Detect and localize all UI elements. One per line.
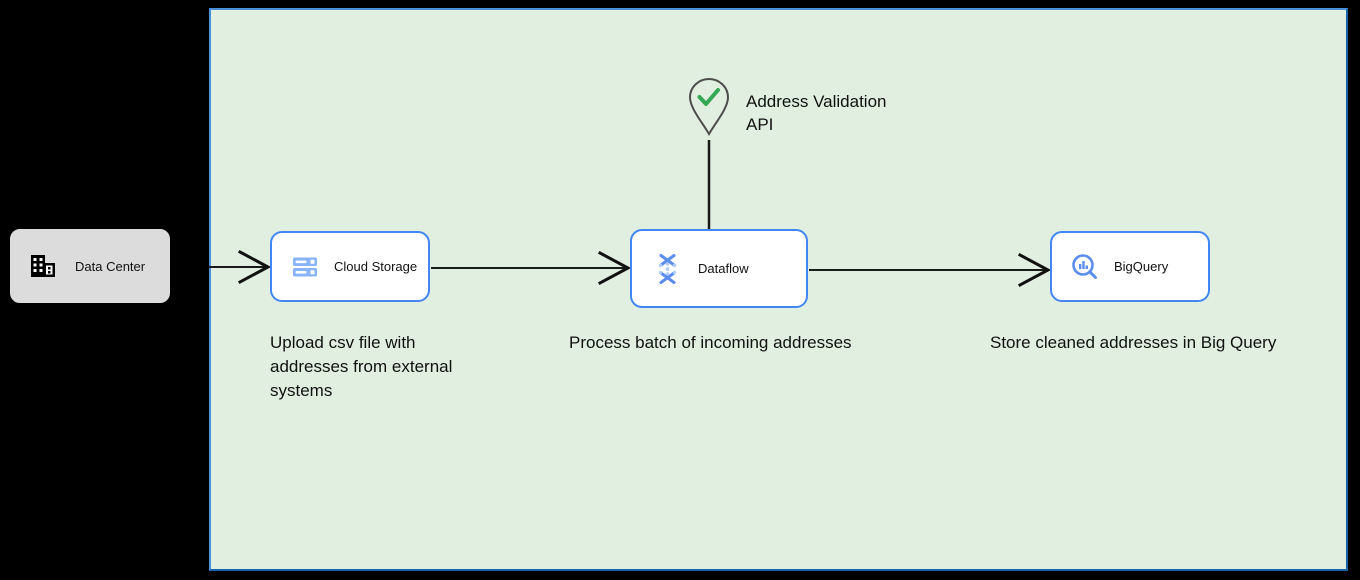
node-data-center[interactable]: Data Center xyxy=(10,229,170,303)
caption-upload: Upload csv file with addresses from exte… xyxy=(270,331,470,403)
map-pin-check-icon xyxy=(686,76,732,138)
dataflow-icon xyxy=(652,252,684,286)
building-icon xyxy=(29,252,57,280)
caption-upload-line1: Upload csv file with addresses xyxy=(270,333,416,376)
bigquery-icon xyxy=(1070,252,1100,282)
node-cloud-storage[interactable]: Cloud Storage xyxy=(270,231,430,302)
node-label-address-validation-api: Address Validation API xyxy=(746,90,887,136)
caption-store: Store cleaned addresses in Big Query xyxy=(990,333,1277,352)
api-label-line2: API xyxy=(746,115,774,134)
node-label-bigquery: BigQuery xyxy=(1114,259,1169,274)
caption-process: Process batch of incoming addresses xyxy=(569,333,852,352)
node-dataflow[interactable]: Dataflow xyxy=(630,229,808,308)
caption-upload-line2: from external systems xyxy=(270,357,453,400)
cloud-storage-icon xyxy=(290,252,320,282)
node-label-cloud-storage: Cloud Storage xyxy=(334,259,418,274)
node-label-data-center: Data Center xyxy=(75,258,146,274)
node-bigquery[interactable]: BigQuery xyxy=(1050,231,1210,302)
node-label-dataflow: Dataflow xyxy=(698,261,749,276)
node-address-validation-api[interactable]: Address Validation API xyxy=(686,76,887,138)
api-label-line1: Address Validation xyxy=(746,92,887,111)
